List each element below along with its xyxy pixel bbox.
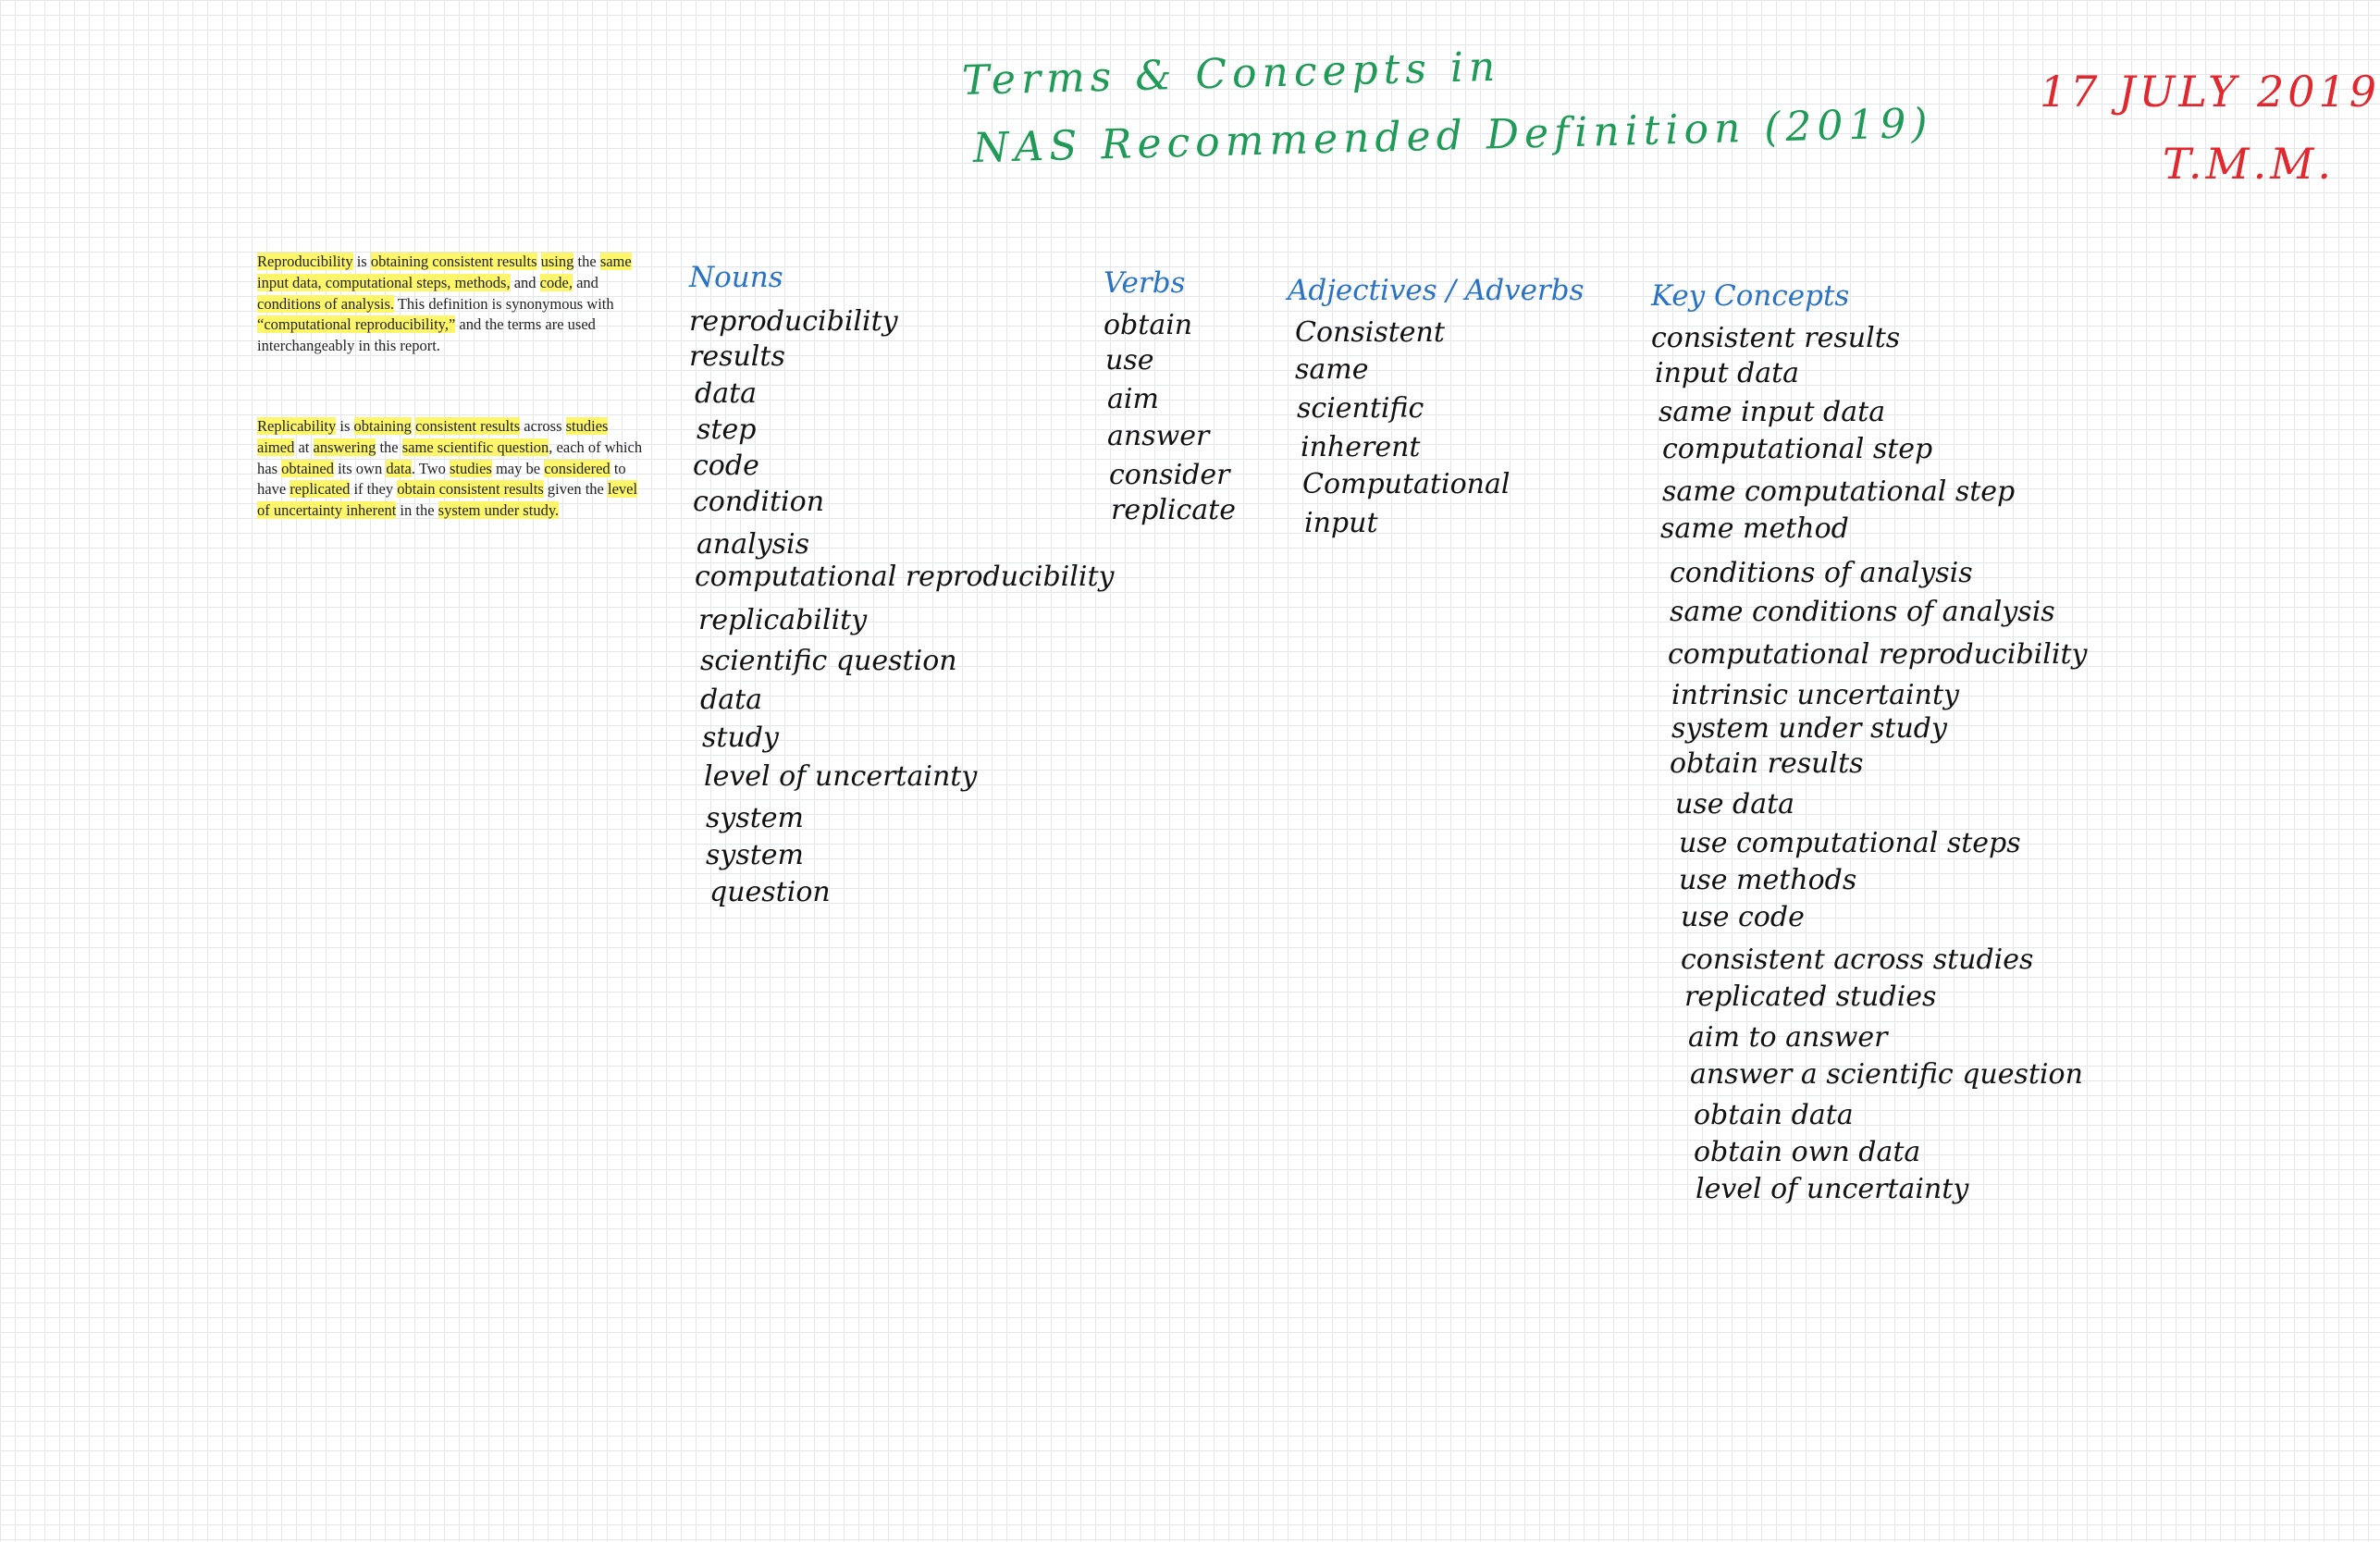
key-concepts-item: same computational step: [1662, 475, 2016, 508]
page-title-line-2: NAS Recommended Definition (2019): [972, 99, 1934, 172]
highlighted-phrase: same scientific question: [401, 438, 549, 456]
key-concepts-item: replicated studies: [1684, 981, 1937, 1013]
key-concepts-item: system under study: [1671, 712, 1947, 745]
nouns-item: analysis: [697, 528, 810, 561]
nouns-item: condition: [693, 486, 825, 518]
excerpt-text: given the: [543, 480, 608, 499]
verbs-item: use: [1105, 344, 1154, 376]
key-concepts-item: obtain own data: [1694, 1136, 1921, 1168]
nouns-item: system: [706, 802, 804, 834]
highlighted-phrase: Replicability: [257, 417, 337, 435]
nouns-item: results: [689, 340, 785, 373]
adjectives-item: Computational: [1302, 468, 1511, 500]
excerpt-text: [537, 253, 541, 270]
page-title-line-1: Terms & Concepts in: [961, 43, 1501, 105]
key-concepts-item: use data: [1675, 788, 1795, 820]
nouns-item: question: [709, 876, 831, 908]
adjectives-item: inherent: [1301, 431, 1421, 463]
highlighted-phrase: studies: [450, 459, 492, 477]
highlighted-phrase: “computational reproducibility,”: [257, 315, 456, 334]
excerpt-text: if they: [350, 480, 398, 499]
nouns-item: level of uncertainty: [704, 760, 978, 793]
excerpt-text: , each of which has: [257, 438, 643, 477]
adjectives-item: input: [1304, 507, 1378, 539]
key-concepts-item: computational reproducibility: [1668, 638, 2088, 671]
key-concepts-heading: Key Concepts: [1651, 279, 1850, 313]
excerpt-text: in the: [396, 501, 438, 520]
nouns-item: replicability: [698, 604, 868, 636]
highlighted-phrase: obtaining: [353, 417, 412, 435]
key-concepts-item: use code: [1681, 901, 1805, 933]
highlighted-phrase: obtained: [281, 459, 334, 477]
excerpt-text: and: [510, 273, 540, 291]
nouns-item: system: [706, 839, 804, 871]
excerpt-text: and: [572, 273, 598, 291]
excerpt-text: may be: [491, 459, 545, 477]
excerpt-text: across: [520, 417, 566, 435]
verbs-item: aim: [1107, 383, 1159, 415]
key-concepts-item: same method: [1660, 512, 1849, 545]
adjectives-item: Consistent: [1295, 316, 1445, 349]
highlighted-phrase: answering: [313, 438, 376, 456]
highlighted-phrase: obtain consistent results: [397, 480, 544, 499]
key-concepts-item: answer a scientific question: [1690, 1058, 2083, 1091]
highlighted-phrase: data: [386, 459, 412, 477]
key-concepts-item: consistent across studies: [1681, 944, 2034, 976]
nouns-item: scientific question: [700, 645, 957, 677]
highlighted-phrase: Reproducibility: [257, 253, 353, 270]
key-concepts-item: consistent results: [1651, 322, 1901, 354]
excerpt-text: . Two: [411, 459, 450, 477]
date-label: 17 JULY 2019: [2040, 67, 2380, 117]
key-concepts-item: computational step: [1662, 433, 1933, 465]
excerpt-text: This definition is synonymous with: [394, 294, 614, 313]
excerpt-text: and the terms are used interchangeably i…: [257, 315, 596, 355]
key-concepts-item: input data: [1655, 357, 1800, 389]
nouns-item: data: [700, 684, 763, 716]
key-concepts-item: intrinsic uncertainty: [1671, 679, 1959, 711]
adjectives-item: same: [1295, 353, 1369, 386]
highlighted-phrase: consistent results: [414, 417, 521, 435]
nouns-item: reproducibility: [689, 305, 898, 338]
highlighted-phrase: obtaining consistent results: [370, 253, 537, 270]
nouns-item: computational reproducibility: [695, 561, 1115, 593]
reproducibility-definition: Reproducibility is obtaining consistent …: [257, 252, 646, 357]
key-concepts-item: obtain results: [1670, 747, 1864, 780]
verbs-heading: Verbs: [1104, 266, 1186, 300]
excerpt-text: to have: [257, 459, 626, 499]
highlighted-phrase: using: [540, 253, 574, 270]
verbs-item: replicate: [1111, 494, 1236, 526]
highlighted-phrase: system under study.: [438, 501, 560, 520]
verbs-item: consider: [1109, 459, 1230, 491]
key-concepts-item: same conditions of analysis: [1670, 596, 2055, 628]
excerpt-text: the: [573, 253, 600, 270]
excerpt-text: the: [376, 438, 402, 456]
key-concepts-item: use methods: [1679, 864, 1857, 896]
excerpt-text: is: [352, 253, 371, 270]
highlighted-phrase: considered: [544, 459, 610, 477]
nouns-heading: Nouns: [689, 261, 783, 294]
highlighted-phrase: replicated: [290, 480, 351, 499]
key-concepts-item: use computational steps: [1679, 827, 2021, 859]
verbs-item: answer: [1107, 420, 1210, 452]
nouns-item: study: [702, 722, 779, 754]
replicability-definition: Replicability is obtaining consistent re…: [257, 416, 646, 522]
key-concepts-item: level of uncertainty: [1696, 1173, 1969, 1205]
verbs-item: obtain: [1104, 309, 1193, 341]
excerpt-text: at: [294, 438, 314, 456]
nouns-item: step: [697, 413, 757, 446]
excerpt-text: its own: [333, 459, 387, 477]
nouns-item: code: [693, 450, 759, 482]
excerpt-text: is: [336, 417, 354, 435]
highlighted-phrase: code,: [539, 273, 573, 291]
author-initials: T.M.M.: [2163, 139, 2335, 189]
key-concepts-item: same input data: [1659, 396, 1886, 428]
adjectives-item: scientific: [1297, 392, 1424, 425]
highlighted-phrase: conditions of analysis.: [257, 294, 395, 313]
key-concepts-item: aim to answer: [1688, 1021, 1888, 1054]
key-concepts-item: obtain data: [1694, 1099, 1854, 1131]
key-concepts-item: conditions of analysis: [1670, 557, 1973, 589]
adjectives-heading: Adjectives / Adverbs: [1288, 274, 1585, 307]
nouns-item: data: [695, 377, 758, 410]
